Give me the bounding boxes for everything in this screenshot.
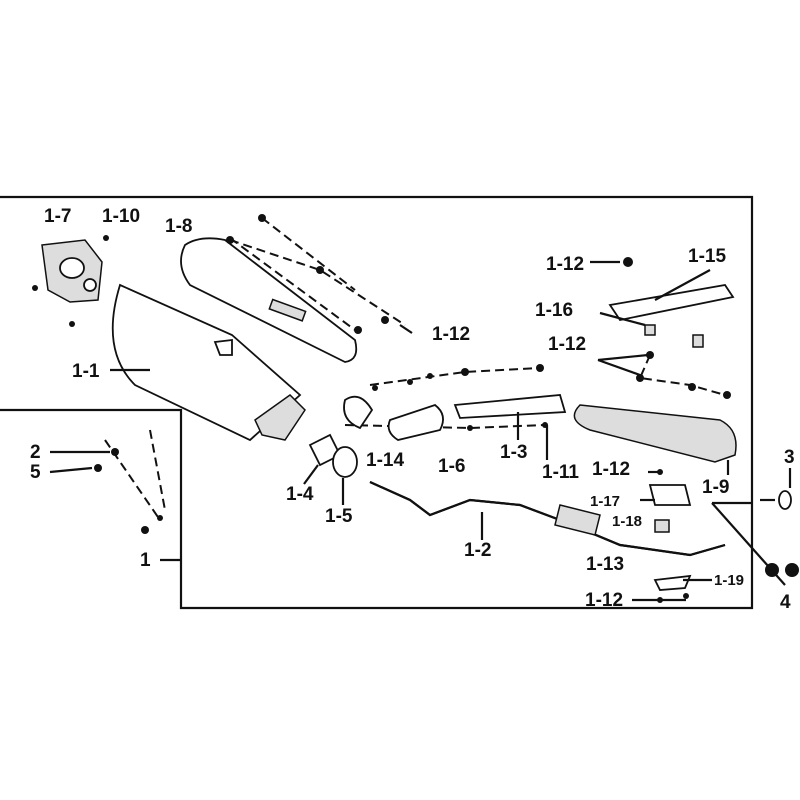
part-label: 1-10	[102, 206, 140, 227]
part-label: 1-15	[688, 246, 726, 267]
part-label: 1-17	[590, 493, 620, 510]
part-label: 1-1	[72, 361, 100, 382]
part-label: 2	[30, 442, 41, 463]
block-1-18	[654, 519, 670, 533]
part-label: 1-18	[612, 513, 642, 530]
gasket-1-14	[343, 395, 374, 430]
ring-3	[778, 490, 792, 510]
part-label: 1-19	[714, 572, 744, 589]
leader-lines	[49, 260, 792, 602]
part-label: 1-14	[366, 450, 404, 471]
part-label: 1	[140, 550, 151, 571]
part-label: 1-2	[464, 540, 491, 561]
collar-1-13	[554, 504, 601, 536]
pipe-1-3	[453, 394, 567, 419]
part-label: 1-11	[542, 462, 579, 483]
part-label: 1-8	[165, 216, 192, 237]
part-label: 1-4	[286, 484, 314, 505]
bracket-1-17	[648, 484, 692, 506]
clamp-1-6	[387, 403, 444, 441]
part-label: 4	[780, 592, 791, 613]
part-label: 1-5	[325, 506, 353, 527]
part-label: 1-12	[548, 334, 586, 355]
clip-1-19	[653, 574, 692, 591]
end-cap-part	[32, 235, 109, 327]
part-label: 1-6	[438, 456, 465, 477]
part-label: 1-12	[585, 590, 623, 611]
pipe-guard-1-9	[573, 404, 737, 463]
part-label: 1-12	[546, 254, 584, 275]
part-label: 1-9	[702, 477, 729, 498]
part-label: 5	[30, 462, 41, 483]
part-label: 1-7	[44, 206, 71, 227]
assembly-frame	[0, 195, 754, 610]
part-label: 3	[784, 447, 795, 468]
bolts	[94, 214, 731, 603]
part-label: 1-12	[432, 324, 470, 345]
part-label: 1-16	[535, 300, 573, 321]
muffler-part	[111, 283, 306, 442]
ring-1-5	[332, 446, 358, 478]
part-label: 1-3	[500, 442, 527, 463]
part-label: 1-13	[586, 554, 624, 575]
top-guard-part	[608, 284, 735, 322]
heat-shield-part	[180, 237, 358, 363]
part-label: 1-12	[592, 459, 630, 480]
